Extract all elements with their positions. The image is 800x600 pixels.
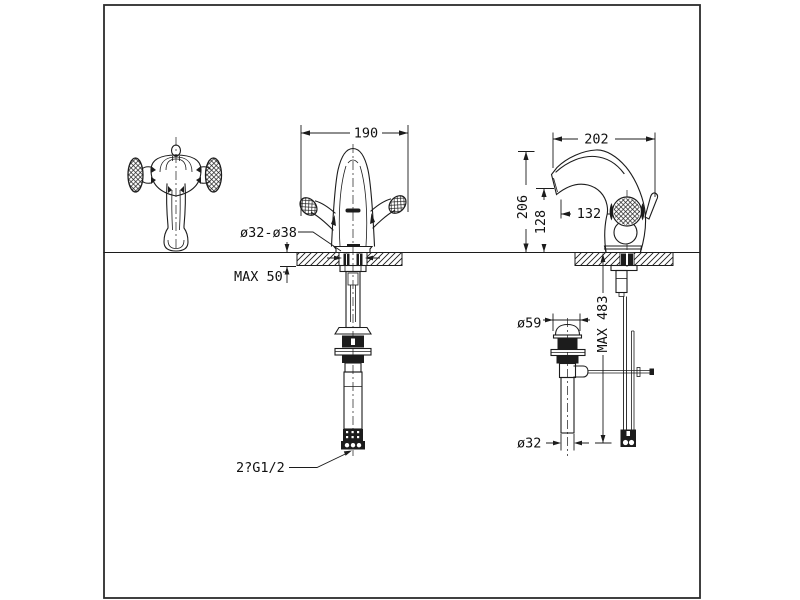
dimension-drain-pipe-diameter: ø32 <box>517 436 541 452</box>
dimension-inlet-connection: 2?G1/2 <box>236 460 285 476</box>
lift-rod-assembly <box>588 264 654 447</box>
drawing-border <box>103 4 701 599</box>
countertop-section-front <box>296 252 340 266</box>
side-lever <box>644 192 659 220</box>
gooseneck-spout <box>550 149 647 253</box>
left-handle-front <box>299 197 318 216</box>
supply-shank-assembly <box>334 264 372 450</box>
drain-assembly: ø59 ø32 <box>517 313 590 456</box>
right-handle-knob <box>204 157 223 193</box>
spout-top-view <box>163 183 189 252</box>
dimension-max-length: MAX 483 <box>595 296 611 353</box>
dimension-mounting-hole: ø32-ø38 <box>240 225 297 241</box>
pivot-ball-housing <box>573 365 589 378</box>
drain-stopper <box>554 323 581 336</box>
side-view: 202 206 128 132 <box>515 132 674 447</box>
right-handle-front <box>388 195 407 214</box>
dimension-outlet-height: 128 <box>533 210 549 234</box>
top-view-cap <box>170 144 182 157</box>
dimension-front-width: 190 <box>354 126 378 142</box>
dimension-drain-flange-diameter: ø59 <box>517 316 541 332</box>
left-handle-knob <box>127 157 144 193</box>
countertop-section-side <box>574 252 621 266</box>
top-view <box>127 137 223 252</box>
drain-tailpipe <box>560 376 575 434</box>
dimension-spout-height: 206 <box>515 195 531 219</box>
front-view: 190 ø32-ø38 MAX 50 <box>234 125 409 476</box>
dimension-max-deck-thickness: MAX 50 <box>234 269 283 285</box>
dimension-side-width: 202 <box>584 132 608 148</box>
dimension-spout-reach: 132 <box>577 206 601 222</box>
